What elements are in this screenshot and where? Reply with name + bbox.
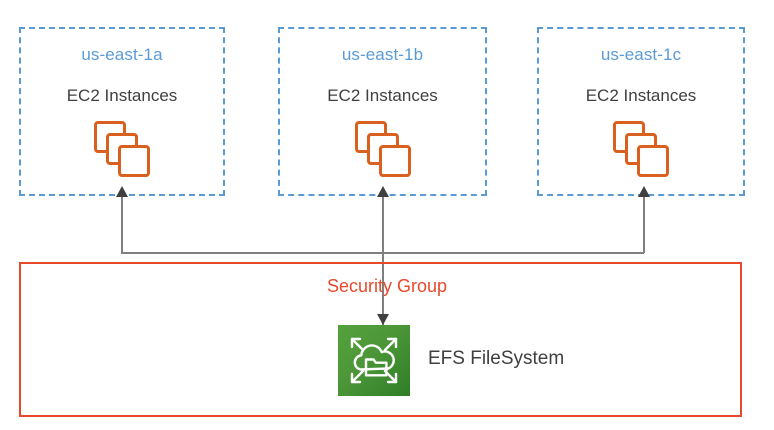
az-resource-label: EC2 Instances <box>327 86 438 105</box>
efs-filesystem-label: EFS FileSystem <box>428 348 565 369</box>
availability-zone-us-east-1a[interactable]: us-east-1a EC2 Instances <box>19 27 225 196</box>
connector-vertical-az-1a <box>121 196 123 253</box>
ec2-square-front <box>637 145 669 177</box>
az-resource-label: EC2 Instances <box>66 86 178 105</box>
ec2-instances-icon <box>354 121 417 177</box>
az-title-label: us-east-1a <box>81 45 163 64</box>
arrow-up-icon-az-1a <box>116 186 128 197</box>
connector-vertical-az-1c <box>643 196 645 253</box>
security-group-label: Security Group <box>326 276 448 296</box>
ec2-instances-icon <box>613 121 675 177</box>
az-title-label: us-east-1c <box>600 45 682 64</box>
arrow-up-icon-az-1c <box>638 186 650 197</box>
arrow-up-icon-az-1b <box>377 186 389 197</box>
arrow-down-icon-efs <box>377 314 389 325</box>
ec2-square-front <box>118 145 150 177</box>
availability-zone-us-east-1b[interactable]: us-east-1b EC2 Instances <box>278 27 487 196</box>
connector-vertical-center <box>382 196 384 325</box>
az-title-label: us-east-1b <box>341 45 424 64</box>
availability-zone-us-east-1c[interactable]: us-east-1c EC2 Instances <box>537 27 745 196</box>
efs-filesystem-icon <box>338 325 410 396</box>
ec2-instances-icon <box>94 121 156 177</box>
security-group-boundary[interactable] <box>19 262 742 417</box>
ec2-square-front <box>378 145 411 177</box>
az-resource-label: EC2 Instances <box>585 86 697 105</box>
